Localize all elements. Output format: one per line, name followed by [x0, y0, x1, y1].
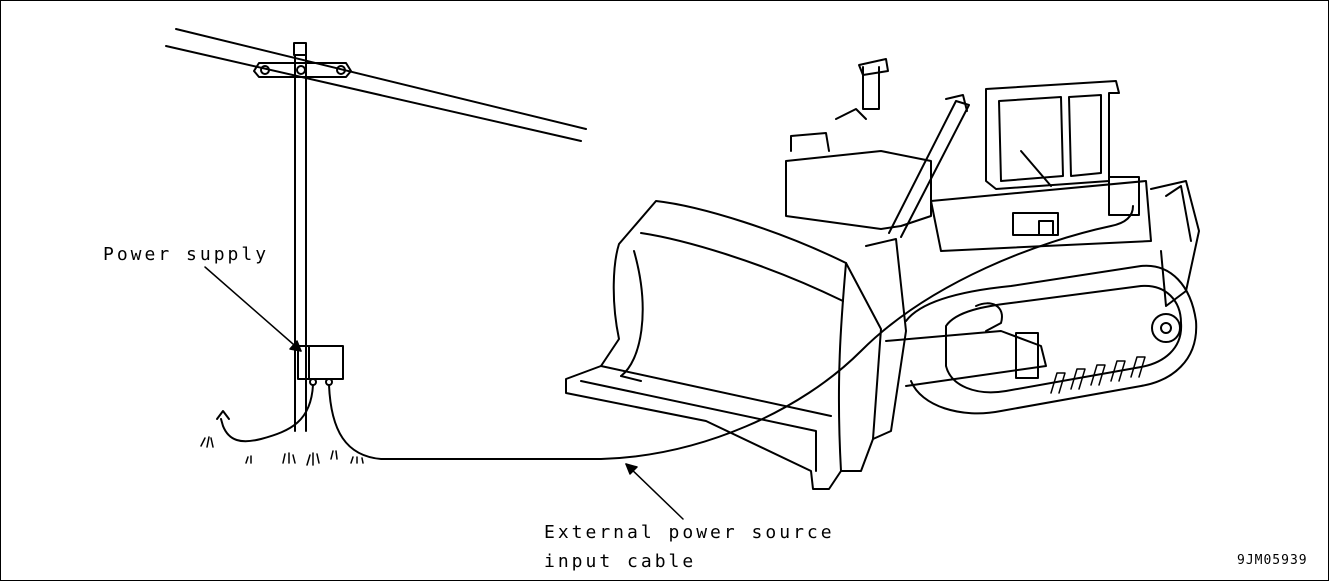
grass-tufts — [200, 436, 364, 466]
power-supply-label: Power supply — [103, 244, 270, 265]
callout-arrows — [204, 266, 684, 520]
dozer-blade — [565, 200, 882, 490]
dozer-track — [905, 264, 1198, 415]
ground-cable — [220, 384, 314, 443]
bulldozer — [565, 58, 1200, 490]
external-power-cable — [328, 205, 1134, 460]
power-supply-box — [297, 345, 344, 386]
figure-code: 9JM05939 — [1237, 553, 1308, 568]
cable-label-line1: External power source — [544, 522, 835, 543]
utility-pole — [253, 42, 352, 432]
cable-label-line2: input cable — [544, 551, 697, 572]
overhead-lines — [165, 28, 587, 142]
